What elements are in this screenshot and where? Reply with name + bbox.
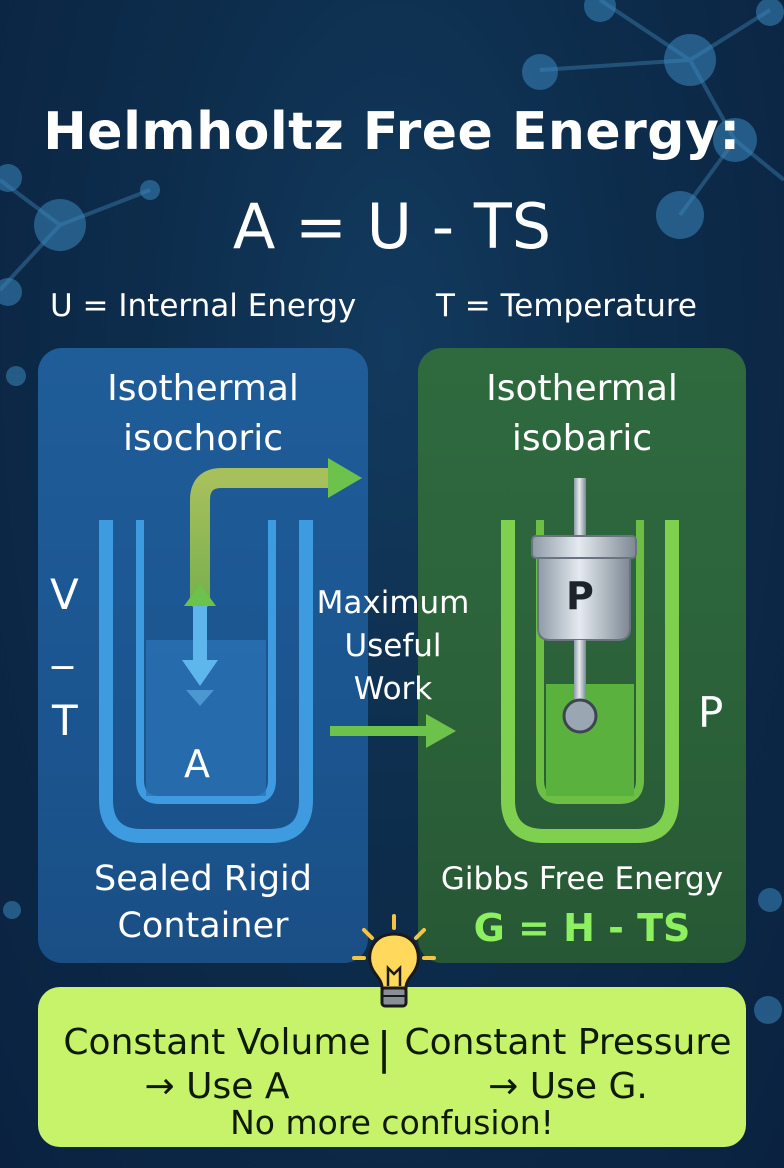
summary-left-line1: Constant Volume	[63, 1022, 371, 1063]
gibbs-formula: G = H - TS	[473, 906, 691, 950]
container-icon	[99, 520, 313, 843]
left-panel-title-line2: isochoric	[122, 418, 283, 459]
helmholtz-symbol: A	[184, 742, 210, 786]
lightbulb-icon	[352, 914, 436, 1008]
summary-left-line2: → Use A	[144, 1066, 290, 1107]
summary-bottom-line: No more confusion!	[230, 1103, 554, 1142]
maximum-useful-work-label: Maximum Useful Work	[300, 582, 486, 711]
left-panel-footer-line1: Sealed Rigid	[94, 859, 312, 899]
summary-box: Constant Volume → Use A | Constant Press…	[38, 987, 746, 1147]
summary-right-line1: Constant Pressure	[404, 1022, 732, 1063]
left-panel-title-line1: Isothermal	[107, 368, 299, 409]
temperature-label: T	[52, 696, 78, 745]
mid-line2: Useful	[344, 628, 442, 664]
volume-label: V	[50, 570, 79, 619]
piston-label: P	[566, 574, 594, 618]
summary-right-line2: → Use G.	[488, 1066, 648, 1107]
right-panel-title-line2: isobaric	[511, 418, 653, 459]
mid-line1: Maximum	[316, 585, 470, 621]
definition-t: T = Temperature	[436, 288, 697, 324]
right-panel-title-line1: Isothermal	[486, 368, 678, 409]
definition-u: U = Internal Energy	[50, 288, 357, 324]
divider-dash: _	[52, 620, 73, 669]
helmholtz-formula: A = U - TS	[232, 190, 552, 263]
left-panel-footer-line2: Container	[117, 906, 289, 946]
piston-icon	[531, 478, 637, 734]
summary-divider: |	[376, 1023, 392, 1074]
gibbs-label: Gibbs Free Energy	[440, 861, 724, 897]
pressure-label: P	[698, 688, 724, 737]
mid-line3: Work	[353, 671, 433, 707]
page-title: Helmholtz Free Energy:	[43, 102, 741, 162]
